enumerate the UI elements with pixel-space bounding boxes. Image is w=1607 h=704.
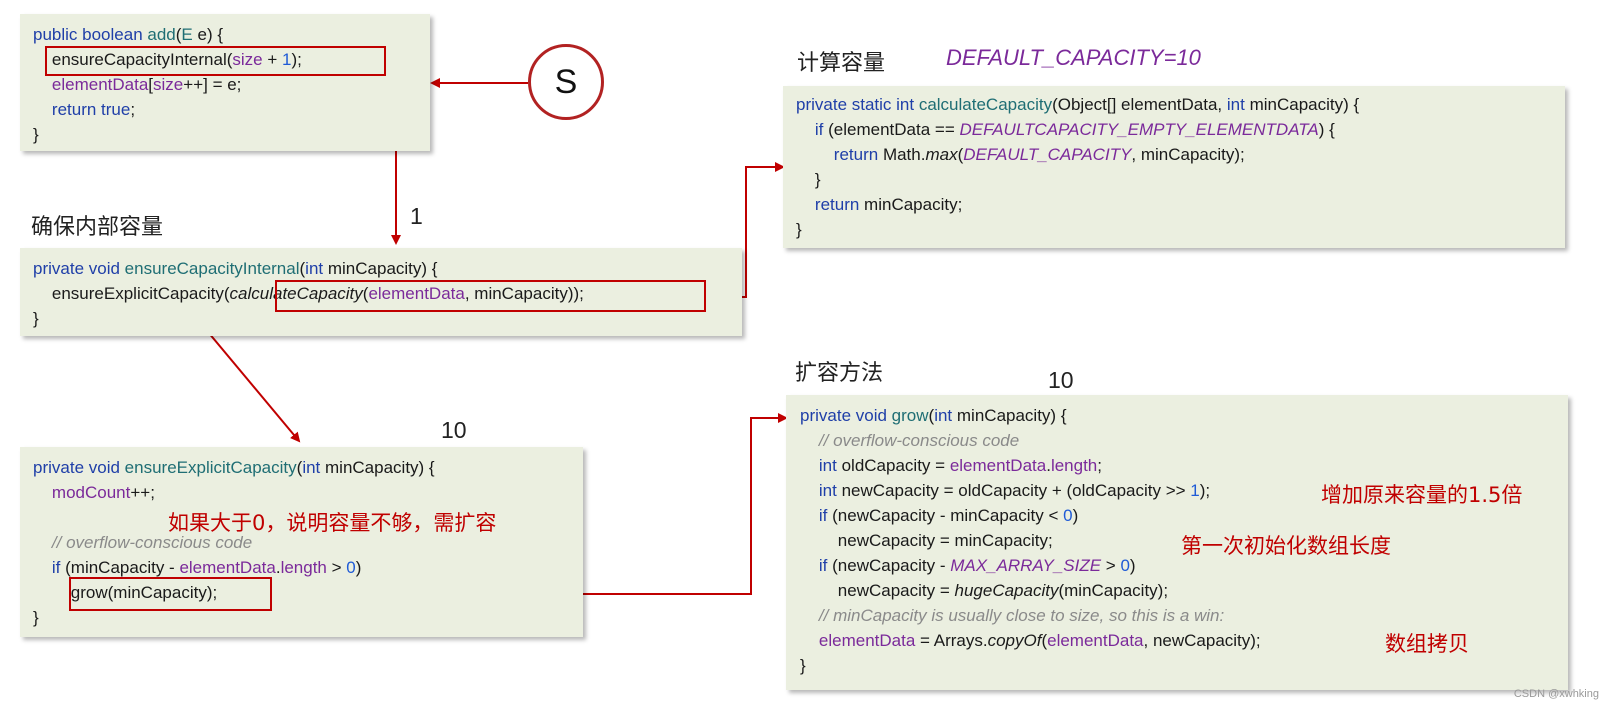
heading-grow: 扩容方法 [795, 361, 884, 386]
code-line: return minCapacity; [814, 195, 963, 214]
code-line: ensureExplicitCapacity(calculateCapacity… [33, 284, 584, 303]
watermark: CSDN @xwhking [1513, 688, 1599, 700]
code-line: private void ensureCapacityInternal(int … [33, 259, 438, 278]
code-line: private void ensureExplicitCapacity(int … [33, 458, 435, 477]
start-circle: S [528, 44, 604, 120]
code-line: newCapacity = minCapacity; [800, 531, 1053, 550]
code-line: // overflow-conscious code [818, 431, 1020, 450]
code-line: elementData = Arrays.copyOf(elementData,… [818, 631, 1261, 650]
code-box-ensure-internal: private void ensureCapacityInternal(int … [20, 248, 742, 336]
code-line: ensureCapacityInternal(size + 1); [33, 50, 302, 69]
code-line: } [800, 656, 806, 675]
heading-ensure-internal: 确保内部容量 [31, 215, 164, 240]
code-line: int newCapacity = oldCapacity + (oldCapa… [818, 481, 1211, 500]
heading-calculate: 计算容量 [797, 51, 886, 76]
code-box-grow: private void grow(int minCapacity) { // … [786, 395, 1568, 690]
code-line: } [33, 309, 39, 328]
heading-default-capacity: DEFAULT_CAPACITY=10 [946, 45, 1201, 70]
code-line: } [33, 608, 39, 627]
code-line: modCount++; [51, 483, 155, 502]
code-line: } [796, 170, 821, 189]
code-line: public boolean add(E e) { [33, 25, 224, 44]
code-line: return true; [51, 100, 136, 119]
code-line: } [33, 125, 39, 144]
highlight-calculate-call [275, 280, 706, 312]
code-box-add: public boolean add(E e) { ensureCapacity… [20, 14, 430, 151]
step-number-one: 1 [410, 203, 423, 229]
capacity-number-grow: 10 [1048, 367, 1074, 393]
code-line: private void grow(int minCapacity) { [800, 406, 1067, 425]
note-first-init: 第一次初始化数组长度 [1181, 534, 1391, 558]
code-line: if (newCapacity - minCapacity < 0) [818, 506, 1079, 525]
code-line: // minCapacity is usually close to size,… [818, 606, 1225, 625]
note-grow-1-5: 增加原来容量的1.5倍 [1321, 483, 1523, 507]
code-line: private static int calculateCapacity(Obj… [796, 95, 1360, 114]
code-box-ensure-explicit: private void ensureExplicitCapacity(int … [20, 447, 583, 637]
code-line: return Math.max(DEFAULT_CAPACITY, minCap… [833, 145, 1245, 164]
code-line: if (elementData == DEFAULTCAPACITY_EMPTY… [814, 120, 1335, 139]
code-line: if (newCapacity - MAX_ARRAY_SIZE > 0) [818, 556, 1136, 575]
note-need-expand: 如果大于0，说明容量不够，需扩容 [168, 511, 497, 535]
highlight-grow-call [69, 577, 272, 611]
code-line: if (minCapacity - elementData.length > 0… [51, 558, 362, 577]
code-line: // overflow-conscious code [51, 533, 253, 552]
code-line: grow(minCapacity); [33, 583, 218, 602]
capacity-number-explicit: 10 [441, 417, 467, 443]
code-line: newCapacity = hugeCapacity(minCapacity); [800, 581, 1169, 600]
code-line: int oldCapacity = elementData.length; [818, 456, 1102, 475]
code-line: } [796, 220, 802, 239]
note-array-copy: 数组拷贝 [1385, 632, 1469, 656]
code-box-calculate: private static int calculateCapacity(Obj… [783, 86, 1565, 248]
highlight-ensure-call [45, 46, 386, 76]
code-line: elementData[size++] = e; [51, 75, 242, 94]
